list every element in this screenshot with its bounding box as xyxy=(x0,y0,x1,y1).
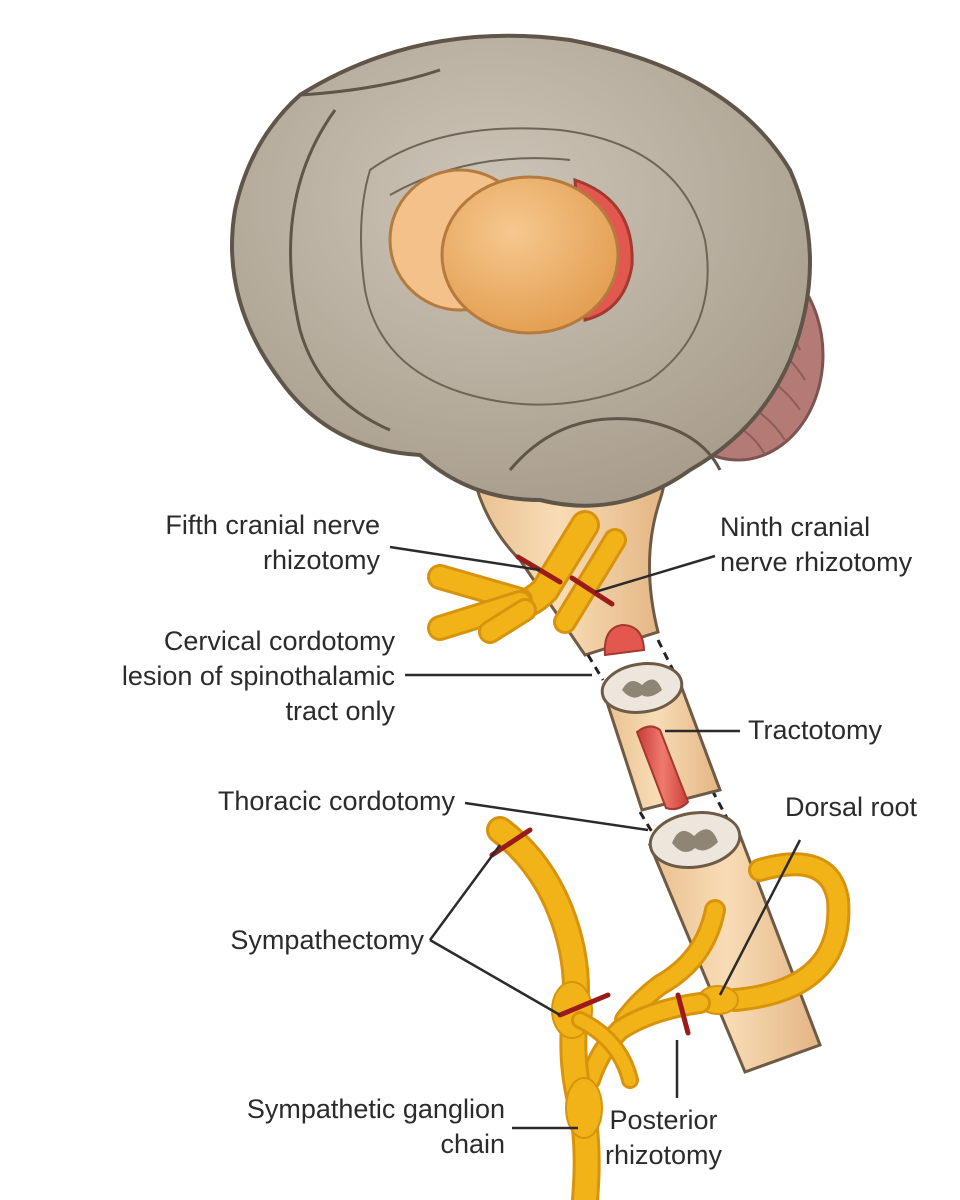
posterior-rhizotomy-mark xyxy=(675,992,691,1036)
label-line: rhizotomy xyxy=(605,1140,723,1170)
cord-segment-upper xyxy=(600,662,722,812)
label-posterior-rhizotomy: Posterior rhizotomy xyxy=(605,1103,722,1173)
dorsal-root xyxy=(579,852,851,1091)
label-fifth-cranial-nerve-rhizotomy: Fifth cranial nerve rhizotomy xyxy=(165,508,380,578)
label-line: Posterior xyxy=(609,1105,718,1135)
cord-segment-lower xyxy=(647,811,822,1074)
ninth-nerve-lesion-mark xyxy=(569,575,615,607)
label-line: nerve rhizotomy xyxy=(720,547,913,577)
cervical-cordotomy-lesion xyxy=(603,623,646,657)
label-thoracic-cordotomy: Thoracic cordotomy xyxy=(218,784,455,819)
label-tractotomy: Tractotomy xyxy=(748,713,882,748)
label-ninth-cranial-nerve-rhizotomy: Ninth cranial nerve rhizotomy xyxy=(720,510,912,580)
label-line: Sympathectomy xyxy=(230,925,424,955)
label-line: Cervical cordotomy xyxy=(163,626,395,656)
label-line: Tractotomy xyxy=(748,715,883,745)
label-line: lesion of spinothalamic xyxy=(121,661,395,691)
label-line: rhizotomy xyxy=(262,545,380,575)
leader-lines xyxy=(389,545,802,1130)
label-line: Fifth cranial nerve xyxy=(165,510,380,540)
label-sympathetic-ganglion-chain: Sympathetic ganglion chain xyxy=(247,1092,505,1162)
label-line: chain xyxy=(440,1129,505,1159)
ninth-cranial-nerve xyxy=(553,528,627,634)
label-line: Thoracic cordotomy xyxy=(217,786,455,816)
label-dorsal-root: Dorsal root xyxy=(785,790,917,825)
label-line: Dorsal root xyxy=(785,792,918,822)
sympathectomy-upper-mark xyxy=(489,827,533,858)
fifth-cranial-nerve xyxy=(427,510,600,644)
tractotomy-lesion xyxy=(635,725,690,811)
label-line: tract only xyxy=(285,696,395,726)
thalamus xyxy=(388,168,634,335)
label-line: Sympathetic ganglion xyxy=(246,1094,505,1124)
label-cervical-cordotomy: Cervical cordotomy lesion of spinothalam… xyxy=(122,624,395,729)
label-sympathectomy: Sympathectomy xyxy=(230,923,424,958)
label-line: Ninth cranial xyxy=(720,512,871,542)
sympathectomy-lower-mark xyxy=(557,992,611,1018)
